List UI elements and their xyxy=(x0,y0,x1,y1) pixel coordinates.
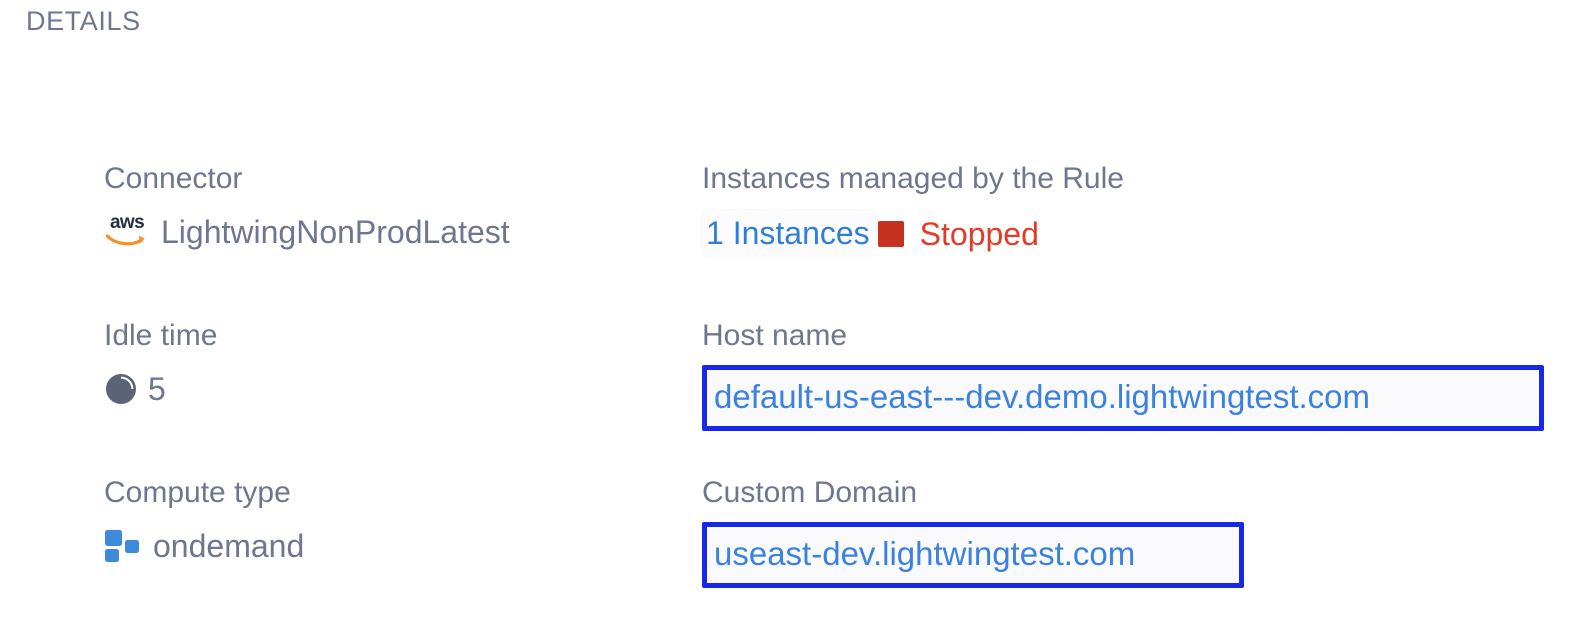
field-idle-time: Idle time 5 xyxy=(104,317,664,411)
connector-value: LightwingNonProdLatest xyxy=(161,214,510,250)
idle-time-label: Idle time xyxy=(104,319,218,352)
compute-type-label: Compute type xyxy=(104,476,291,509)
compute-blocks-icon xyxy=(105,530,139,562)
host-name-link[interactable]: default-us-east---dev.demo.lightwingtest… xyxy=(707,370,1539,426)
aws-logo-text: aws xyxy=(109,212,145,233)
compute-type-value-row: ondemand xyxy=(104,524,664,568)
host-name-label: Host name xyxy=(702,319,848,352)
aws-logo-icon: aws xyxy=(104,212,150,249)
status-badge: Stopped xyxy=(919,215,1039,252)
custom-domain-highlight-box: useast-dev.lightwingtest.com xyxy=(702,522,1244,588)
field-compute-type: Compute type ondemand xyxy=(104,474,664,568)
connector-value-row: aws LightwingNonProdLatest xyxy=(104,210,664,254)
aws-smile-icon xyxy=(106,234,145,246)
details-row: Compute type ondemand Custom Domain usea… xyxy=(0,474,1596,631)
custom-domain-link[interactable]: useast-dev.lightwingtest.com xyxy=(707,527,1239,583)
instances-value-row: 1 Instances Stopped xyxy=(702,210,1582,257)
details-row: Connector aws LightwingNonProdLatest Ins… xyxy=(0,160,1596,317)
status-swatch-icon xyxy=(877,220,904,247)
details-row: Idle time 5 Host name default-us-east---… xyxy=(0,317,1596,474)
instances-count-link[interactable]: 1 Instances xyxy=(702,210,876,257)
idle-time-value: 5 xyxy=(148,371,166,407)
instances-label: Instances managed by the Rule xyxy=(702,162,1124,195)
section-title: DETAILS xyxy=(26,6,141,36)
idle-time-value-row: 5 xyxy=(104,367,664,411)
field-instances: Instances managed by the Rule 1 Instance… xyxy=(702,160,1582,257)
host-name-highlight-box: default-us-east---dev.demo.lightwingtest… xyxy=(702,365,1544,431)
details-grid: Connector aws LightwingNonProdLatest Ins… xyxy=(0,160,1596,631)
field-host-name: Host name default-us-east---dev.demo.lig… xyxy=(702,317,1582,431)
connector-label: Connector xyxy=(104,162,243,195)
compute-type-value: ondemand xyxy=(153,528,305,564)
field-custom-domain: Custom Domain useast-dev.lightwingtest.c… xyxy=(702,474,1582,588)
field-connector: Connector aws LightwingNonProdLatest xyxy=(104,160,664,254)
clock-icon xyxy=(106,374,136,404)
custom-domain-label: Custom Domain xyxy=(702,476,918,509)
